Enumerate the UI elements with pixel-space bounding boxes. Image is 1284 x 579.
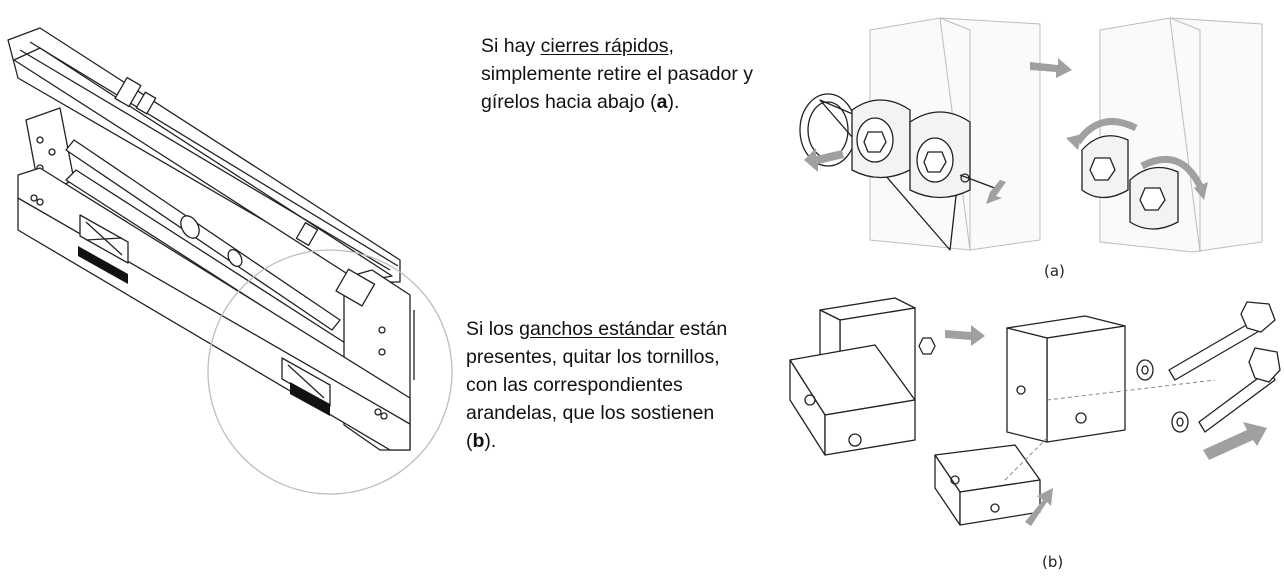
text-line: simplemente retire el pasador y [481, 63, 754, 85]
text-fragment: , [668, 35, 674, 57]
text-fragment: Si los [466, 318, 520, 340]
figure-b-caption: (b) [1042, 553, 1064, 571]
text-fragment: gírelos hacia abajo ( [481, 91, 657, 113]
figure-b-standard-hooks-exploded [789, 297, 1281, 526]
instruction-quick-release: Si hay cierres rápidos, simplemente reti… [481, 32, 791, 116]
text-line: con las correspondientes [466, 374, 683, 396]
instruction-standard-hooks: Si los ganchos estándar están presentes,… [466, 315, 786, 455]
machine-assembly-drawing [7, 27, 453, 495]
text-fragment: ). [667, 91, 680, 113]
text-fragment: están [674, 318, 728, 340]
figure-ref-b: b [472, 430, 485, 452]
text-fragment: ( [466, 430, 473, 452]
standard-hooks-term: ganchos estándar [519, 318, 675, 340]
quick-release-term: cierres rápidos [540, 35, 669, 57]
figure-a-quick-release-latches [799, 17, 1263, 253]
text-fragment: Si hay [481, 35, 541, 57]
text-line: arandelas, que los sostienen [466, 402, 715, 424]
text-line: presentes, quitar los tornillos, [466, 346, 720, 368]
figure-ref-a: a [656, 91, 668, 113]
figure-a-caption: (a) [1044, 262, 1065, 280]
text-fragment: ). [484, 430, 497, 452]
